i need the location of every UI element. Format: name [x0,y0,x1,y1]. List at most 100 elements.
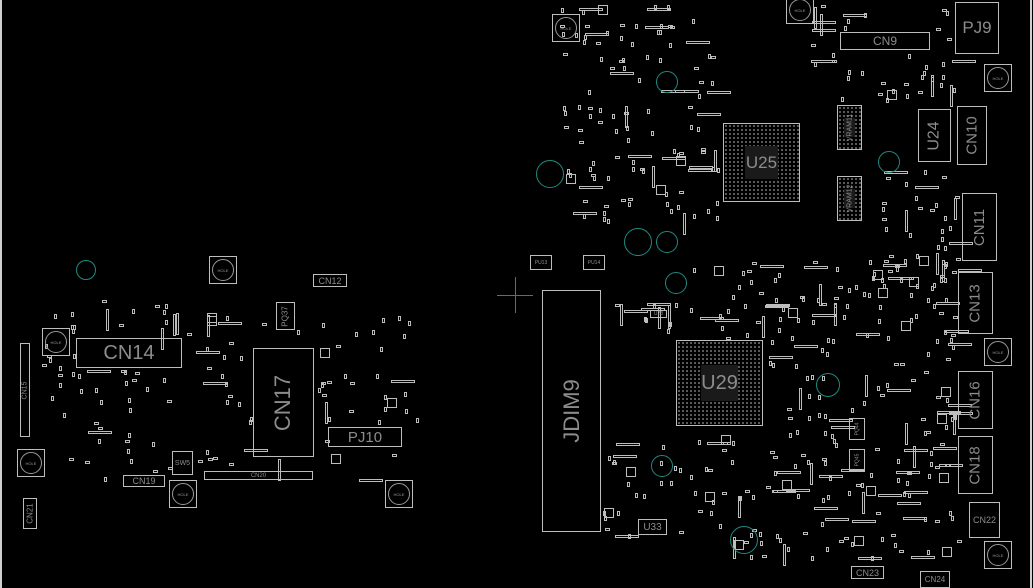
smd-pad[interactable] [645,26,669,29]
smd-pad[interactable] [759,292,764,295]
smd-pad[interactable] [817,298,820,303]
smd-pad[interactable] [927,352,930,357]
smd-pad[interactable] [856,484,861,487]
smd-pad[interactable] [746,333,749,338]
smd-pad[interactable] [942,176,947,179]
smd-pad[interactable] [944,216,947,221]
smd-pad[interactable] [694,491,697,496]
smd-pad[interactable] [788,417,793,420]
smd-pad[interactable] [827,495,830,500]
smd-pad[interactable] [349,410,354,413]
smd-pad[interactable] [910,293,913,298]
smd-pad[interactable] [723,442,728,445]
smd-pad[interactable] [240,356,243,361]
smd-pad[interactable] [578,129,583,132]
mounting-hole[interactable]: HOLE [42,328,70,356]
smd-pad[interactable] [772,490,796,493]
smd-pad[interactable] [881,82,886,85]
smd-pad[interactable] [124,370,127,375]
smd-pad[interactable] [950,85,953,107]
smd-pad[interactable] [752,495,755,500]
smd-pad[interactable] [924,371,929,374]
smd-pad[interactable] [677,153,680,158]
smd-pad[interactable] [820,14,823,36]
smd-pad[interactable] [942,260,945,282]
smd-pad[interactable] [752,262,757,265]
smd-pad[interactable] [944,246,947,251]
smd-pad[interactable] [897,459,900,464]
smd-pad[interactable] [750,280,753,285]
smd-pad[interactable] [904,259,907,264]
smd-pad[interactable] [588,107,593,110]
smd-pad[interactable] [620,304,623,326]
smd-pad[interactable] [873,272,876,277]
smd-pad[interactable] [861,71,864,76]
smd-pad[interactable] [941,237,944,242]
smd-pad[interactable] [901,321,911,331]
smd-pad[interactable] [942,75,945,80]
smd-pad[interactable] [416,418,419,423]
smd-pad[interactable] [831,426,855,429]
smd-pad[interactable] [871,556,874,561]
smd-pad[interactable] [693,268,696,273]
smd-pad[interactable] [320,348,330,358]
smd-pad[interactable] [875,448,880,451]
smd-pad[interactable] [813,261,818,264]
smd-pad[interactable] [915,314,918,319]
smd-pad[interactable] [647,8,671,11]
smd-pad[interactable] [931,286,934,291]
smd-pad[interactable] [876,512,881,515]
smd-pad[interactable] [954,198,957,220]
smd-pad[interactable] [88,431,112,434]
smd-pad[interactable] [760,541,763,546]
smd-pad[interactable] [666,202,669,207]
smd-pad[interactable] [848,288,851,293]
smd-pad[interactable] [621,199,626,202]
smd-pad[interactable] [918,207,923,210]
smd-pad[interactable] [380,347,383,352]
smd-pad[interactable] [623,66,626,71]
smd-pad[interactable] [916,254,919,259]
smd-pad[interactable] [832,53,835,58]
smd-pad[interactable] [675,303,678,308]
smd-pad[interactable] [165,304,168,309]
smd-pad[interactable] [829,419,853,422]
smd-pad[interactable] [906,94,909,99]
smd-pad[interactable] [628,202,631,207]
smd-pad[interactable] [824,414,827,419]
smd-pad[interactable] [936,339,939,344]
smd-pad[interactable] [125,440,130,443]
smd-pad[interactable] [579,141,584,144]
smd-pad[interactable] [59,383,62,388]
smd-pad[interactable] [104,477,107,482]
smd-pad[interactable] [841,97,844,102]
smd-pad[interactable] [244,449,268,452]
component-pu13[interactable]: PU13 [530,255,552,270]
smd-pad[interactable] [907,472,912,475]
smd-pad[interactable] [794,345,818,348]
smd-pad[interactable] [952,271,957,274]
smd-pad[interactable] [603,211,606,216]
smd-pad[interactable] [946,358,951,361]
smd-pad[interactable] [599,108,602,113]
smd-pad[interactable] [887,336,890,341]
smd-pad[interactable] [824,431,827,436]
smd-pad[interactable] [951,516,954,521]
smd-pad[interactable] [927,550,930,555]
smd-pad[interactable] [947,38,952,41]
smd-pad[interactable] [350,382,355,385]
component-u25[interactable]: U25 [723,123,800,202]
smd-pad[interactable] [807,460,810,465]
smd-pad[interactable] [811,375,814,380]
smd-pad[interactable] [839,540,844,543]
smd-pad[interactable] [697,127,700,132]
smd-pad[interactable] [879,305,882,310]
smd-pad[interactable] [955,196,960,199]
smd-pad[interactable] [331,454,341,464]
smd-pad[interactable] [98,427,103,430]
smd-pad[interactable] [877,386,880,391]
smd-pad[interactable] [744,304,747,309]
smd-pad[interactable] [163,378,166,383]
smd-pad[interactable] [207,315,210,337]
smd-pad[interactable] [865,375,868,397]
